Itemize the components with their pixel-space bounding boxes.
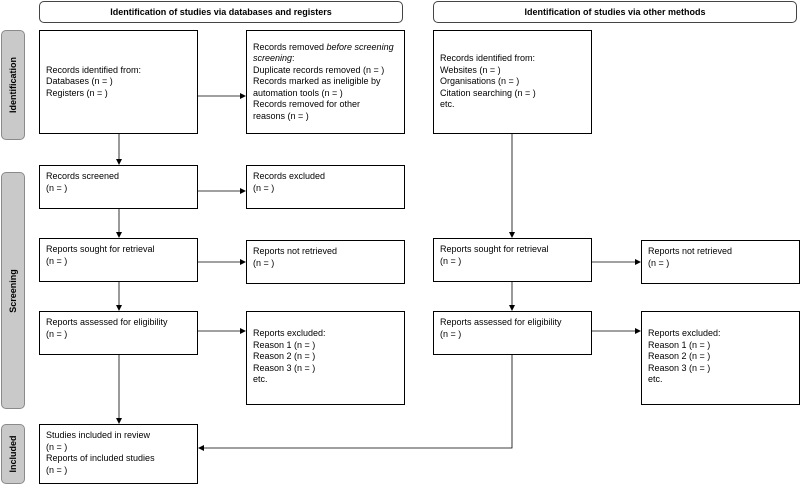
other-reports-sought-line: (n = )	[440, 255, 462, 266]
records-removed-italic: before screening	[326, 41, 394, 52]
phase-included: Included	[1, 424, 25, 484]
reports-not-retrieved-box: Reports not retrieved (n = )	[246, 240, 405, 284]
records-removed-line: automation tools (n = )	[253, 87, 343, 98]
other-records-line: Websites (n = )	[440, 64, 501, 75]
other-records-line: Organisations (n = )	[440, 76, 520, 87]
reports-assessed-line: Reports assessed for eligibility	[46, 317, 168, 327]
other-records-identified-box: Records identified from: Websites (n = )…	[433, 30, 592, 134]
records-screened-line: (n = )	[46, 182, 68, 193]
records-identified-line: Databases (n = )	[46, 76, 113, 87]
reports-sought-box: Reports sought for retrieval (n = )	[39, 238, 198, 282]
phase-identification: Identification	[1, 30, 25, 140]
phase-included-label: Included	[8, 435, 18, 473]
reports-excluded-line: Reports excluded:	[253, 328, 326, 338]
records-removed-colon: :	[292, 53, 295, 64]
records-identified-box: Records identified from: Databases (n = …	[39, 30, 198, 134]
other-reports-not-retrieved-line: (n = )	[648, 257, 670, 268]
records-removed-box: Records removed before screening screeni…	[246, 30, 405, 134]
reports-sought-line: (n = )	[46, 255, 68, 266]
records-screened-box: Records screened (n = )	[39, 165, 198, 209]
reports-excluded-line: etc.	[253, 374, 268, 384]
header-other-label: Identification of studies via other meth…	[524, 7, 706, 17]
header-other-methods: Identification of studies via other meth…	[433, 1, 797, 23]
records-screened-line: Records screened	[46, 171, 120, 181]
records-removed-heading-suffix: screening:	[253, 53, 398, 65]
records-removed-line: Duplicate records removed (n = )	[253, 64, 385, 75]
other-reports-assessed-line: (n = )	[440, 328, 462, 339]
reports-excluded-line: Reason 1 (n = )	[253, 339, 316, 350]
reports-excluded-line: Reason 2 (n = )	[253, 351, 316, 361]
phase-screening: Screening	[1, 172, 25, 409]
reports-not-retrieved-line: Reports not retrieved	[253, 246, 338, 256]
other-records-line: Citation searching (n = )	[440, 87, 536, 98]
records-removed-line: reasons (n = )	[253, 110, 309, 121]
records-excluded-line: (n = )	[253, 182, 275, 193]
header-databases-label: Identification of studies via databases …	[110, 7, 332, 17]
other-records-line: Records identified from:	[440, 53, 536, 64]
studies-included-box: Studies included in review (n = ) Report…	[39, 424, 198, 484]
reports-assessed-line: (n = )	[46, 328, 68, 339]
studies-included-line: Studies included in review	[46, 430, 151, 440]
other-reports-excluded-line: Reason 3 (n = )	[648, 362, 711, 373]
other-reports-not-retrieved-box: Reports not retrieved (n = )	[641, 240, 800, 284]
other-reports-sought-box: Reports sought for retrieval (n = )	[433, 238, 592, 282]
records-removed-heading: Records removed before screening	[253, 42, 398, 54]
reports-excluded-line: Reason 3 (n = )	[253, 362, 316, 373]
studies-included-line: (n = )	[46, 441, 68, 452]
records-excluded-box: Records excluded (n = )	[246, 165, 405, 209]
other-records-line: etc.	[440, 99, 455, 110]
reports-not-retrieved-line: (n = )	[253, 257, 275, 268]
studies-included-line: (n = )	[46, 464, 68, 475]
studies-included-line: Reports of included studies	[46, 453, 155, 463]
records-identified-line: Records identified from:	[46, 64, 142, 75]
records-identified-line: Registers (n = )	[46, 87, 108, 98]
other-reports-excluded-line: etc.	[648, 374, 663, 384]
other-reports-not-retrieved-line: Reports not retrieved	[648, 246, 733, 256]
other-reports-excluded-line: Reports excluded:	[648, 328, 721, 338]
reports-assessed-box: Reports assessed for eligibility (n = )	[39, 311, 198, 355]
other-reports-excluded-box: Reports excluded: Reason 1 (n = ) Reason…	[641, 311, 800, 405]
other-reports-assessed-box: Reports assessed for eligibility (n = )	[433, 311, 592, 355]
reports-sought-line: Reports sought for retrieval	[46, 244, 155, 254]
other-reports-excluded-line: Reason 1 (n = )	[648, 339, 711, 350]
header-databases: Identification of studies via databases …	[39, 1, 403, 23]
records-removed-italic-2: screening	[253, 53, 293, 64]
reports-excluded-box: Reports excluded: Reason 1 (n = ) Reason…	[246, 311, 405, 405]
records-excluded-line: Records excluded	[253, 171, 326, 181]
records-removed-line: Records removed for other	[253, 99, 361, 110]
other-reports-assessed-line: Reports assessed for eligibility	[440, 317, 562, 327]
phase-screening-label: Screening	[8, 268, 18, 313]
other-reports-excluded-line: Reason 2 (n = )	[648, 351, 711, 361]
records-removed-prefix: Records removed	[253, 41, 327, 52]
records-removed-line: Records marked as ineligible by	[253, 76, 381, 87]
phase-identification-label: Identification	[8, 57, 18, 113]
other-reports-sought-line: Reports sought for retrieval	[440, 244, 549, 254]
